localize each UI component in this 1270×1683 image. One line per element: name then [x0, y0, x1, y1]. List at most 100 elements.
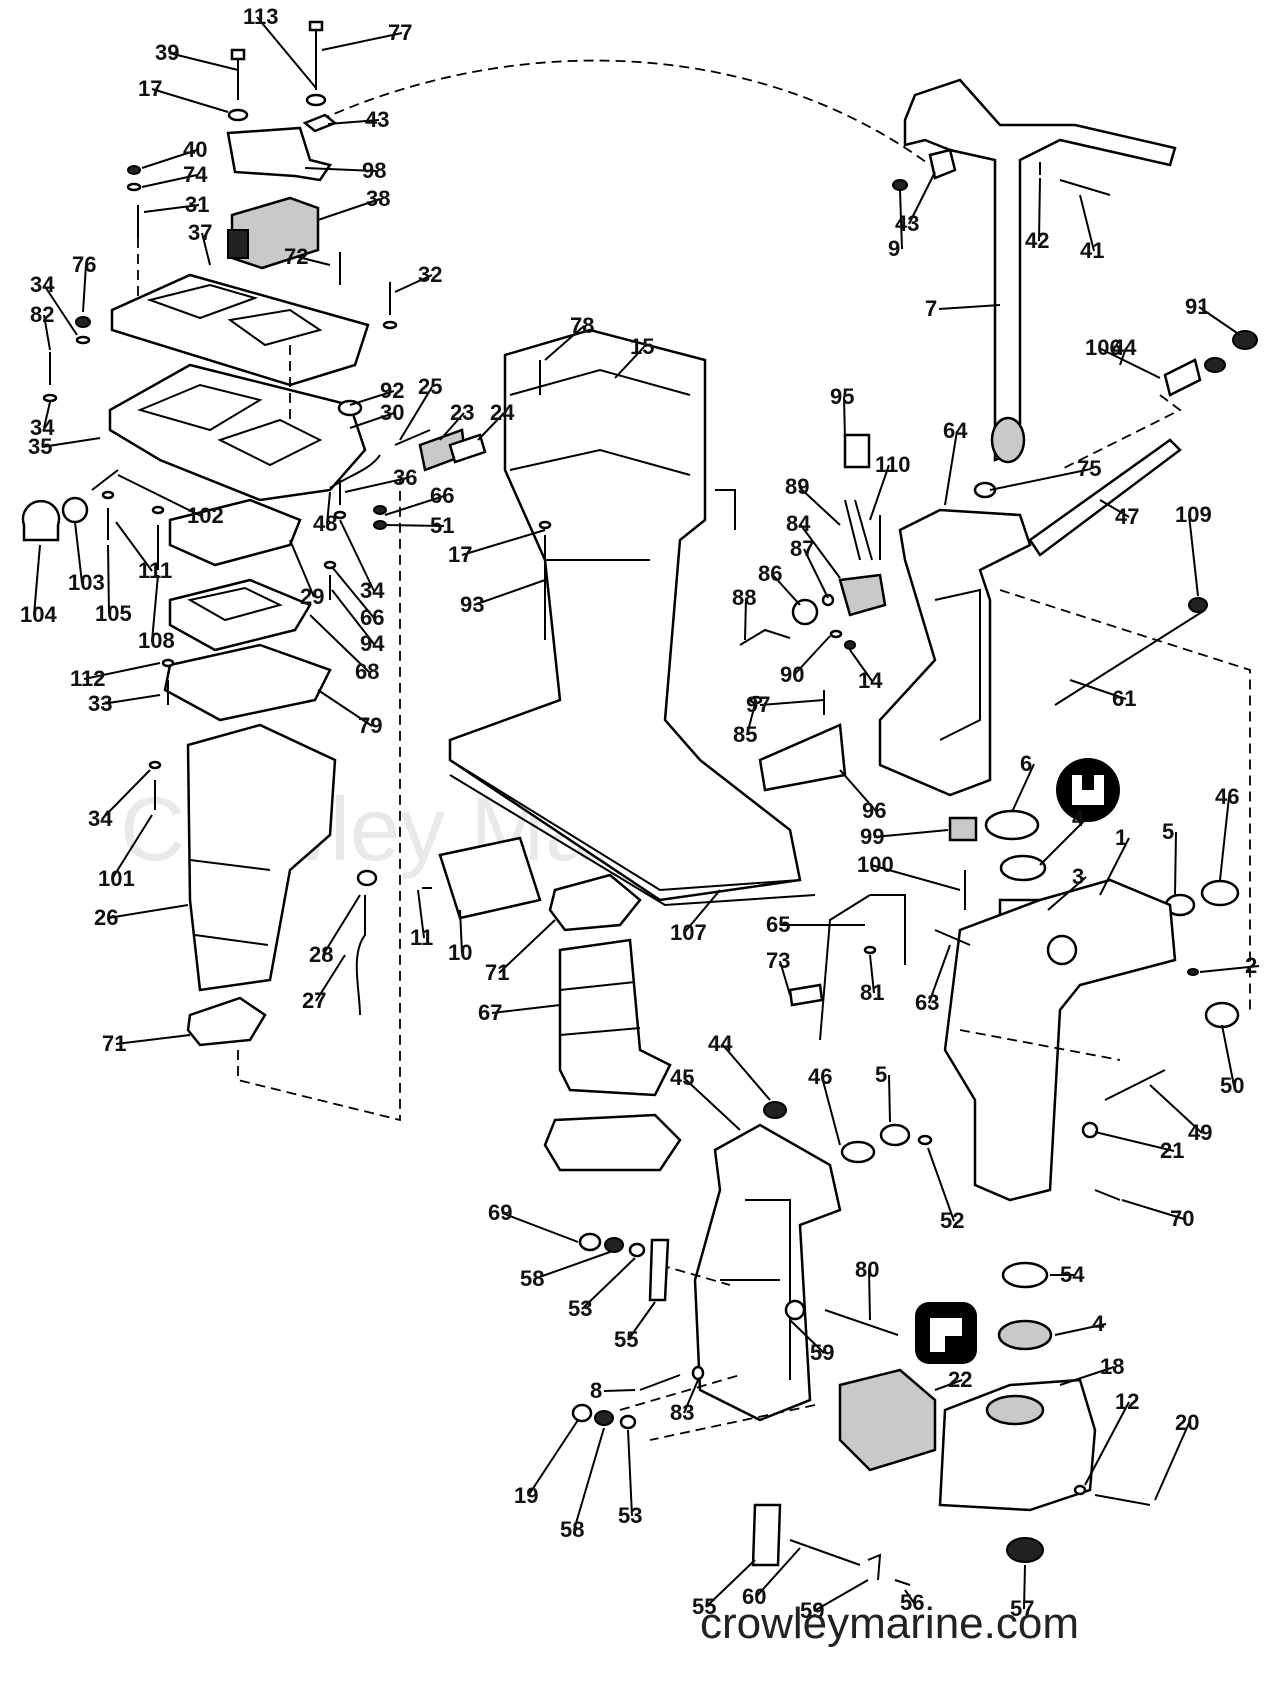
leader-line-100 — [870, 864, 961, 891]
gasket-79 — [163, 643, 332, 722]
block-99 — [948, 816, 978, 842]
leader-line-102 — [117, 474, 202, 517]
callout-label-6: 6 — [1020, 751, 1032, 776]
leader-line-74 — [141, 174, 198, 188]
callout-label-67: 67 — [478, 1000, 502, 1025]
callout-label-71: 71 — [485, 960, 509, 985]
callout-label-36: 36 — [393, 465, 417, 490]
callout-label-113: 113 — [243, 4, 279, 29]
callout-label-108: 108 — [138, 628, 175, 653]
callout-label-82: 82 — [30, 302, 54, 327]
callout-label-11: 11 — [410, 925, 433, 950]
pin-25 — [394, 429, 431, 446]
leader-line-88 — [744, 597, 747, 641]
leader-line-69 — [501, 1212, 579, 1243]
washer-17 — [227, 108, 249, 122]
nut-53-top — [604, 1237, 624, 1253]
callout-label-15: 15 — [630, 334, 654, 359]
gasket-37 — [110, 273, 370, 387]
tube-27 — [355, 895, 366, 1016]
washer-111-b — [151, 505, 165, 515]
leader-line-81 — [869, 954, 875, 994]
leader-line-93 — [473, 579, 546, 606]
callout-label-60: 60 — [742, 1584, 766, 1609]
leader-line-3 — [1047, 876, 1087, 911]
callout-label-53: 53 — [568, 1296, 592, 1321]
callout-label-46: 46 — [808, 1064, 832, 1089]
leader-line-91 — [1198, 306, 1241, 336]
callout-label-5: 5 — [875, 1062, 887, 1087]
clip-87 — [821, 593, 835, 607]
callout-label-90: 90 — [780, 662, 804, 687]
callout-label-34: 34 — [30, 272, 55, 297]
leader-line-38 — [317, 198, 381, 221]
leader-line-105 — [107, 544, 110, 615]
leader-line-76 — [82, 264, 87, 313]
callout-label-106: 106 — [1085, 335, 1122, 360]
bracket-65 — [819, 894, 906, 1041]
knob-73 — [788, 983, 824, 1007]
bushing-58-bottom — [571, 1403, 593, 1423]
leader-line-34 — [101, 769, 151, 820]
callout-label-29: 29 — [300, 584, 324, 609]
callout-label-12: 12 — [1115, 1389, 1139, 1414]
leader-line-67 — [491, 1004, 561, 1014]
leader-line-49 — [1149, 1084, 1203, 1134]
leader-line-89 — [798, 486, 841, 526]
screw-69 — [1094, 1189, 1121, 1201]
block-guide-line — [649, 1404, 816, 1441]
leader-line-45 — [683, 1077, 741, 1131]
leader-line-5 — [888, 1074, 891, 1123]
callout-label-44: 44 — [1112, 335, 1137, 360]
callout-label-89: 89 — [785, 474, 809, 499]
leader-line-53 — [581, 1257, 636, 1310]
callout-label-55: 55 — [614, 1327, 638, 1352]
nut-40 — [127, 165, 141, 175]
rectifier-38 — [227, 196, 320, 270]
exhaust-cover-30-ribs — [136, 383, 323, 467]
leader-line-4 — [1054, 1323, 1107, 1336]
screw-57 — [894, 1579, 911, 1586]
leader-line-60 — [755, 1547, 801, 1598]
callout-label-9: 9 — [888, 236, 900, 261]
callout-label-107: 107 — [670, 920, 707, 945]
leader-line-99 — [873, 829, 949, 838]
seal-strip-107 — [449, 774, 816, 907]
callout-label-43: 43 — [365, 107, 389, 132]
leader-line-85 — [746, 699, 757, 736]
callout-label-39: 39 — [155, 40, 179, 65]
callout-label-96: 96 — [862, 798, 886, 823]
washer-55-top — [628, 1242, 646, 1258]
callout-label-77: 77 — [388, 20, 412, 45]
callout-label-38: 38 — [366, 186, 390, 211]
callout-label-20: 20 — [1175, 1410, 1199, 1435]
nut-76 — [75, 316, 91, 328]
housing-guide-line — [237, 480, 401, 1122]
leader-line-75 — [989, 468, 1092, 491]
bolt-19 — [1094, 1494, 1151, 1506]
callout-label-104: 104 — [20, 602, 57, 627]
greasing-symbol-icon-bottom — [915, 1302, 977, 1364]
leader-line-71 — [115, 1034, 191, 1045]
bracket-98 — [226, 126, 333, 182]
callout-label-55: 55 — [692, 1594, 716, 1619]
washer-66-b — [323, 560, 337, 570]
bolt-77 — [308, 20, 324, 90]
bushing-50 — [1204, 1001, 1240, 1029]
spring-63 — [934, 929, 971, 946]
bolt-59-top — [824, 1309, 899, 1336]
leader-line-10 — [459, 909, 463, 954]
callout-label-79: 79 — [358, 713, 382, 738]
leader-line-7 — [938, 304, 1001, 310]
leader-line-20 — [1154, 1422, 1190, 1501]
callout-label-49: 49 — [1188, 1120, 1212, 1145]
callout-label-97: 97 — [746, 692, 770, 717]
callout-label-17: 17 — [138, 76, 162, 101]
leader-line-95 — [843, 396, 846, 441]
callout-label-34: 34 — [360, 578, 385, 603]
link-88 — [739, 628, 791, 646]
nut-51 — [373, 520, 387, 530]
